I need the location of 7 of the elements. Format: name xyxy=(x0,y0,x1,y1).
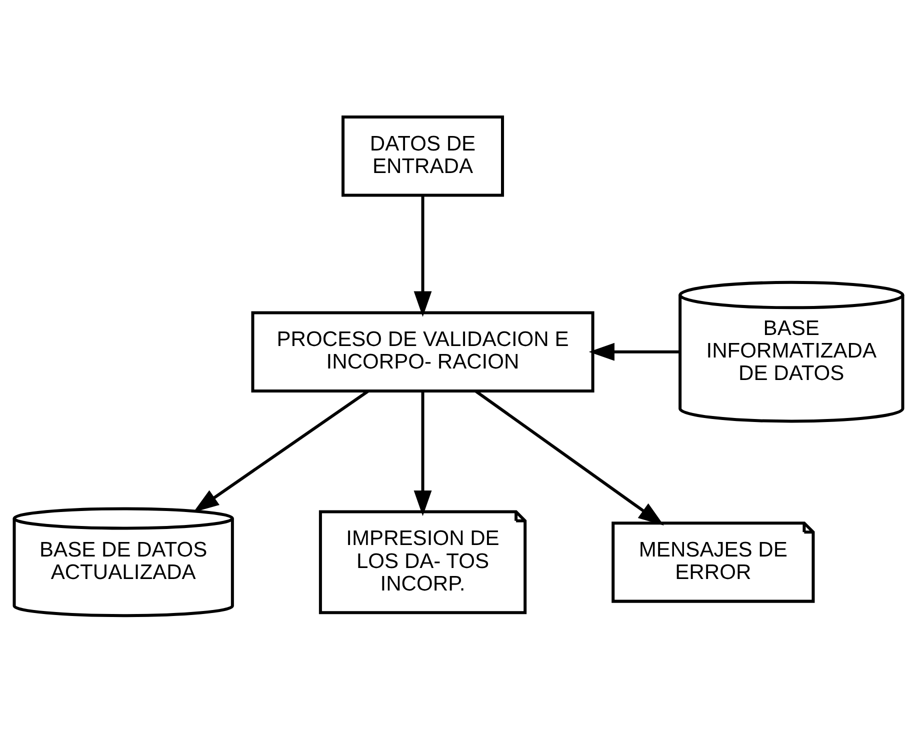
arrow xyxy=(414,390,432,516)
arrow xyxy=(588,342,680,360)
node-box: DATOS DE ENTRADA xyxy=(342,115,504,196)
arrow xyxy=(475,390,664,526)
node-box: PROCESO DE VALIDACION E INCORPO- RACION xyxy=(251,310,594,392)
arrow xyxy=(414,195,432,316)
arrow xyxy=(193,390,369,512)
